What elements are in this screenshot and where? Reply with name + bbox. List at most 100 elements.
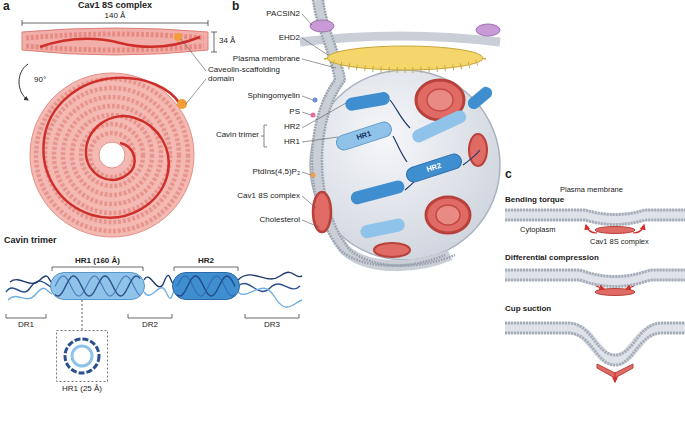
leader-line	[181, 39, 206, 104]
bracket	[128, 314, 172, 318]
domain-label: HR2	[268, 123, 300, 132]
cav1-top-view	[43, 78, 180, 218]
structure-label: Cavin trimer	[198, 131, 259, 140]
cav1-disc	[595, 227, 635, 379]
disordered-region	[144, 275, 174, 286]
dimension-bar	[211, 32, 217, 52]
cav1-top-view	[30, 73, 194, 237]
membrane-bilayer	[505, 333, 685, 365]
pacsin2-protein	[476, 24, 500, 36]
membrane-bilayer	[505, 210, 685, 365]
cav1-side-view	[174, 33, 182, 41]
ehd2-ring	[327, 46, 483, 70]
membrane-bilayer	[505, 220, 685, 225]
cav1-top-view	[36, 79, 188, 231]
disordered-region	[238, 288, 302, 307]
disordered-region	[144, 288, 174, 298]
cavin-rod	[349, 179, 405, 206]
helical-wheel	[72, 346, 92, 366]
cavin-rod	[410, 108, 468, 144]
structure-label: Plasma membrane	[222, 55, 300, 64]
membrane-bilayer	[505, 270, 685, 277]
leader-line	[261, 125, 267, 147]
pacsin2-protein	[310, 20, 500, 36]
cav1-top-view	[63, 106, 161, 204]
cav1-disc	[469, 134, 487, 166]
lipid-marker	[311, 173, 316, 178]
structure-label: EHD2	[240, 34, 300, 43]
disordered-region	[6, 272, 302, 307]
dimension-label: 140 Å	[90, 12, 140, 21]
membrane-bilayer	[505, 210, 685, 215]
bracket	[245, 314, 299, 318]
cav1-top-view	[45, 88, 179, 222]
ehd2-ring	[327, 58, 483, 70]
rotation-label: 90°	[34, 76, 59, 85]
cav1-disc	[426, 197, 470, 233]
mechanism-title: Differential compression	[505, 254, 635, 263]
region-label: Cytoplasm	[520, 226, 580, 234]
cav1-side-view	[22, 28, 208, 55]
cav1-top-view	[30, 73, 194, 237]
structure-label: Plasma membrane	[560, 186, 650, 194]
rod-outline	[173, 273, 240, 300]
panel-letter: b	[232, 0, 246, 13]
bracket	[6, 267, 299, 318]
rotation-arrow	[19, 64, 28, 100]
panel-letter: c	[505, 168, 519, 181]
ehd2-ring	[327, 46, 483, 70]
rod-outline	[51, 273, 145, 300]
cav1-disc	[313, 80, 487, 257]
rod-heading: HR1 (160 Å)	[30, 257, 165, 266]
helix-rod: HR1 (160 Å)	[50, 272, 145, 300]
cav1-disc	[427, 89, 453, 111]
cav1-side-view	[26, 46, 204, 50]
cavin-rod	[390, 100, 480, 190]
rod-heading: HR2	[152, 257, 260, 266]
inset-outline	[57, 331, 108, 382]
rotation-arrow	[19, 64, 28, 100]
helix-trace	[177, 276, 235, 296]
dimension-bar	[22, 20, 208, 26]
cav1-top-view	[99, 142, 125, 168]
cav1-disc	[436, 205, 460, 225]
cav1-top-view	[177, 99, 187, 109]
domain-label: HR1	[268, 138, 300, 147]
lipid-label: PS	[260, 108, 300, 117]
lipid-label: Cholesterol	[218, 216, 300, 225]
force-arrow	[614, 372, 615, 382]
cav1-top-view	[54, 97, 170, 213]
helix-trace	[55, 276, 140, 296]
structure-label: PACSIN2	[240, 10, 300, 19]
lipid-marker	[311, 113, 316, 118]
lipid-label: PtdIns(4,5)P₂	[218, 168, 300, 177]
disordered-region	[238, 272, 302, 280]
cavin-rod	[344, 84, 494, 239]
leader-line	[302, 14, 346, 227]
cavin-rod	[359, 217, 406, 239]
structure-label: Cav1 8S complex	[208, 192, 300, 201]
disordered-region	[10, 276, 52, 283]
membrane-bilayer	[505, 280, 685, 287]
helix-rod-shape	[172, 272, 240, 300]
cavin-rod	[465, 84, 494, 111]
force-arrow	[596, 286, 604, 289]
bracket	[6, 314, 46, 318]
domain-label: Caveolin-scaffolding domain	[208, 66, 282, 84]
cav1-top-view	[72, 115, 152, 195]
cav1-disc	[595, 289, 635, 296]
cav1-disc	[313, 192, 331, 232]
cav1-disc	[595, 227, 635, 234]
force-arrow	[633, 225, 644, 233]
force-arrow	[626, 286, 634, 289]
pacsin2-protein	[310, 20, 334, 32]
mechanism-title: Bending torque	[505, 196, 595, 205]
cav1-disc	[374, 243, 410, 257]
bracket	[52, 267, 143, 271]
dimension-label: 34 Å	[219, 37, 249, 46]
helix-rod: HR2	[172, 272, 240, 300]
helix-trace	[177, 276, 235, 296]
structure-label: Cav1 8S complex	[590, 238, 670, 246]
region-label: DR2	[128, 321, 172, 330]
